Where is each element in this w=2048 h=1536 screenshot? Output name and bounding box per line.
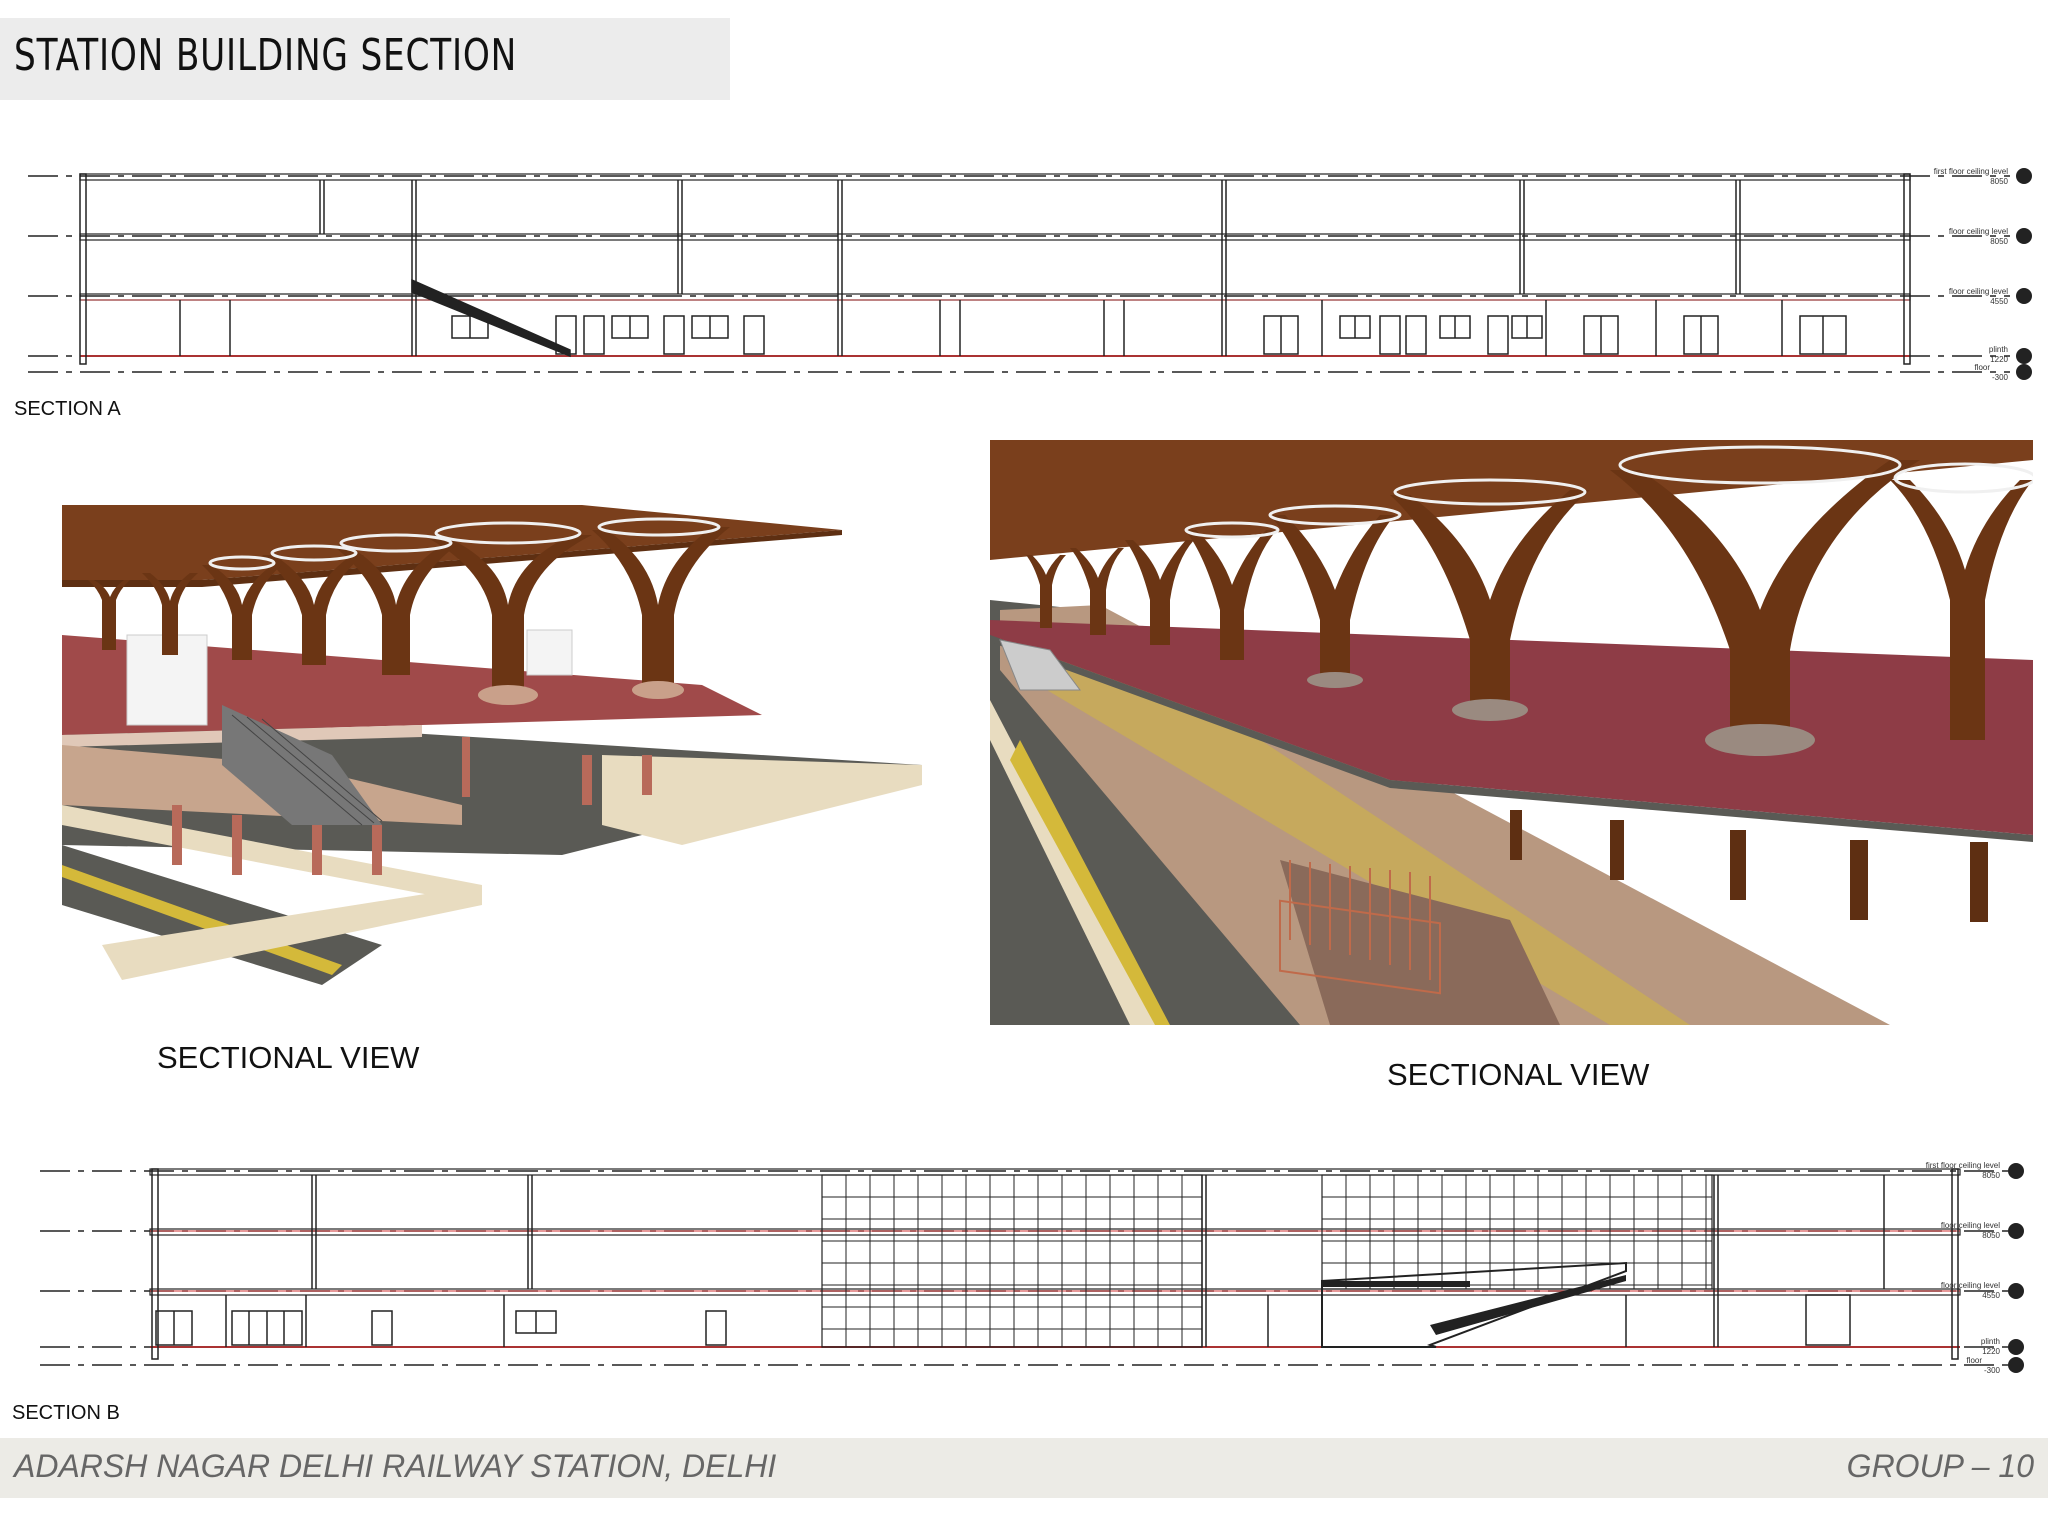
- section-b-level-1-name: first floor ceiling level: [1926, 1161, 2000, 1170]
- section-a-level-1-value: 8050: [1990, 177, 2008, 186]
- section-a-level-2-value: 8050: [1990, 237, 2008, 246]
- section-a-level-4-value: 1220: [1990, 355, 2008, 364]
- sectional-view-right-render: [990, 440, 2033, 1025]
- section-a-level-2-name: floor ceiling level: [1949, 227, 2008, 236]
- section-b-level-1-value: 8050: [1982, 1171, 2000, 1180]
- page-title: STATION BUILDING SECTION: [14, 30, 518, 81]
- section-a-label: SECTION A: [14, 398, 121, 420]
- sectional-view-left-render: [62, 505, 922, 985]
- sectional-view-left-label: SECTIONAL VIEW: [157, 1040, 420, 1075]
- section-a-level-5-value: -300: [1992, 373, 2009, 382]
- section-a-drawing: first floor ceiling level 8050 floor cei…: [28, 167, 2032, 382]
- section-a-level-4-name: plinth: [1989, 345, 2008, 354]
- section-a-level-3-value: 4550: [1990, 297, 2008, 306]
- section-b-label: SECTION B: [12, 1402, 120, 1424]
- footer-bar: ADARSH NAGAR DELHI RAILWAY STATION, DELH…: [0, 1438, 2048, 1498]
- footer-project-name: ADARSH NAGAR DELHI RAILWAY STATION, DELH…: [14, 1448, 777, 1484]
- section-b-level-3-name: floor ceiling level: [1941, 1281, 2000, 1290]
- sectional-view-right-label: SECTIONAL VIEW: [1387, 1057, 1650, 1092]
- section-a-level-5-name: floor: [1974, 363, 1990, 372]
- section-a-level-3-name: floor ceiling level: [1949, 287, 2008, 296]
- section-b-drawing: first floor ceiling level 8050 floor cei…: [40, 1161, 2024, 1375]
- section-a-level-1-name: first floor ceiling level: [1934, 167, 2008, 176]
- title-banner: STATION BUILDING SECTION: [0, 18, 730, 100]
- section-b-level-2-name: floor ceiling level: [1941, 1221, 2000, 1230]
- section-b-level-4-value: 1220: [1982, 1347, 2000, 1356]
- section-b-level-4-name: plinth: [1981, 1337, 2000, 1346]
- footer-group-number: GROUP – 10: [1846, 1448, 2034, 1484]
- section-b-level-3-value: 4550: [1982, 1291, 2000, 1300]
- section-b-level-2-value: 8050: [1982, 1231, 2000, 1240]
- section-b-level-5-name: floor: [1966, 1356, 1982, 1365]
- section-b-level-5-value: -300: [1984, 1366, 2001, 1375]
